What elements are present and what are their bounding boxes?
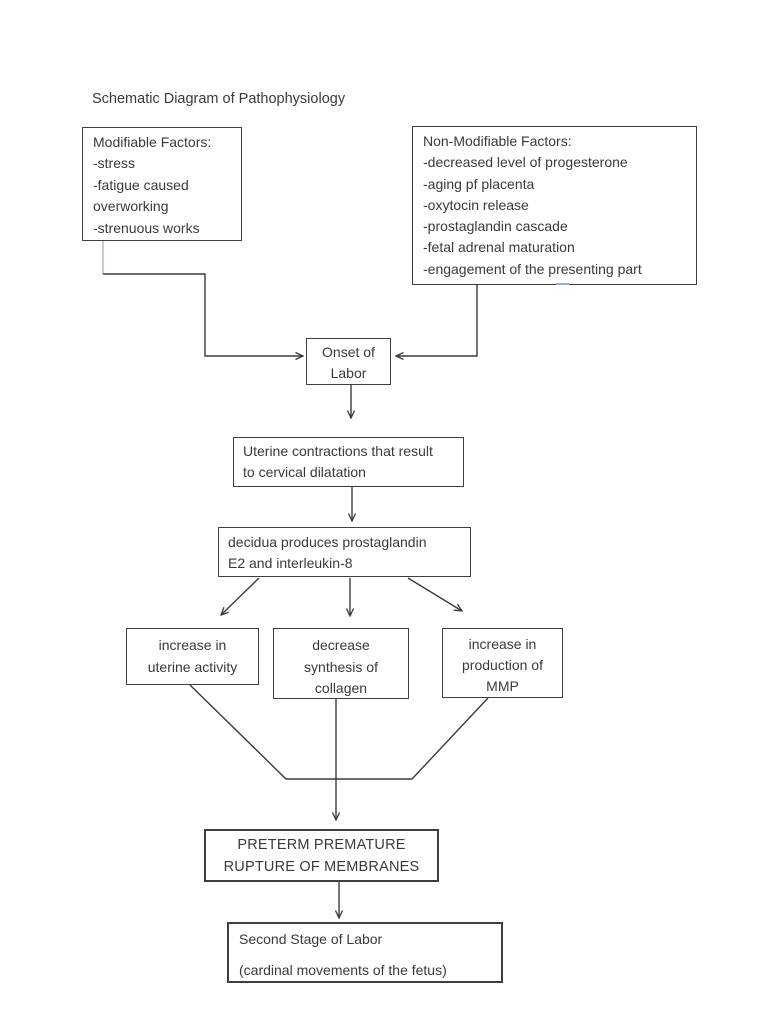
box-line: Second Stage of Labor [239, 931, 383, 947]
box-line: Uterine contractions that result [243, 443, 433, 459]
box-line: E2 and interleukin-8 [228, 555, 353, 571]
pprom-box: PRETERM PREMATURE RUPTURE OF MEMBRANES [204, 829, 439, 882]
box-line: increase in [468, 636, 537, 652]
connector-modifiable-to-onset [103, 273, 303, 356]
box-line: to cervical dilatation [243, 464, 366, 480]
list-item: -fetal adrenal maturation [423, 239, 575, 256]
list-item: overworking [93, 198, 169, 215]
box-line: (cardinal movements of the fetus) [239, 962, 447, 978]
list-item: -engagement of the presenting part [423, 260, 642, 277]
increase-mmp-box: increase in production of MMP [442, 628, 563, 698]
modifiable-factors-box: Modifiable Factors: -stress -fatigue cau… [82, 127, 242, 241]
box-line: decidua produces prostaglandin [228, 534, 427, 550]
list-item: -oxytocin release [423, 196, 529, 213]
connector-converge-trapezoid [189, 684, 489, 780]
box-heading: Modifiable Factors: [93, 134, 212, 150]
list-item: -strenuous works [93, 219, 200, 236]
box-line: increase in [158, 637, 227, 653]
box-line: RUPTURE OF MEMBRANES [223, 858, 420, 875]
connector-nonmodifiable-to-onset [396, 285, 478, 356]
page-title: Schematic Diagram of Pathophysiology [92, 91, 346, 107]
box-line: uterine activity [147, 658, 238, 675]
box-line: Onset of [322, 344, 375, 360]
connector-decidua-to-uterine-activity [221, 577, 260, 615]
decrease-collagen-box: decrease synthesis of collagen [273, 628, 409, 699]
box-line: MMP [486, 678, 519, 694]
box-line: production of [462, 657, 543, 673]
decidua-box: decidua produces prostaglandin E2 and in… [218, 527, 471, 577]
spellcheck-underline [556, 283, 569, 285]
box-line: decrease [312, 637, 370, 653]
box-line: PRETERM PREMATURE [237, 837, 406, 853]
list-item: -prostaglandin cascade [423, 218, 568, 235]
box-line: synthesis of [304, 658, 378, 675]
non-modifiable-factors-box: Non-Modifiable Factors: -decreased level… [412, 126, 697, 285]
list-item: -stress [93, 155, 135, 172]
list-item: -decreased level of progesterone [423, 154, 628, 171]
list-item: -fatigue caused [93, 176, 189, 193]
box-line: Labor [330, 365, 367, 381]
second-stage-box: Second Stage of Labor (cardinal movement… [227, 922, 503, 983]
increase-uterine-activity-box: increase in uterine activity [126, 628, 259, 685]
list-item: -aging pf placenta [423, 175, 535, 192]
box-heading: Non-Modifiable Factors: [423, 133, 572, 149]
connector-decidua-to-mmp [407, 577, 462, 611]
onset-of-labor-box: Onset of Labor [306, 338, 391, 385]
box-line: collagen [314, 680, 368, 696]
uterine-contractions-box: Uterine contractions that result to cerv… [233, 437, 464, 487]
